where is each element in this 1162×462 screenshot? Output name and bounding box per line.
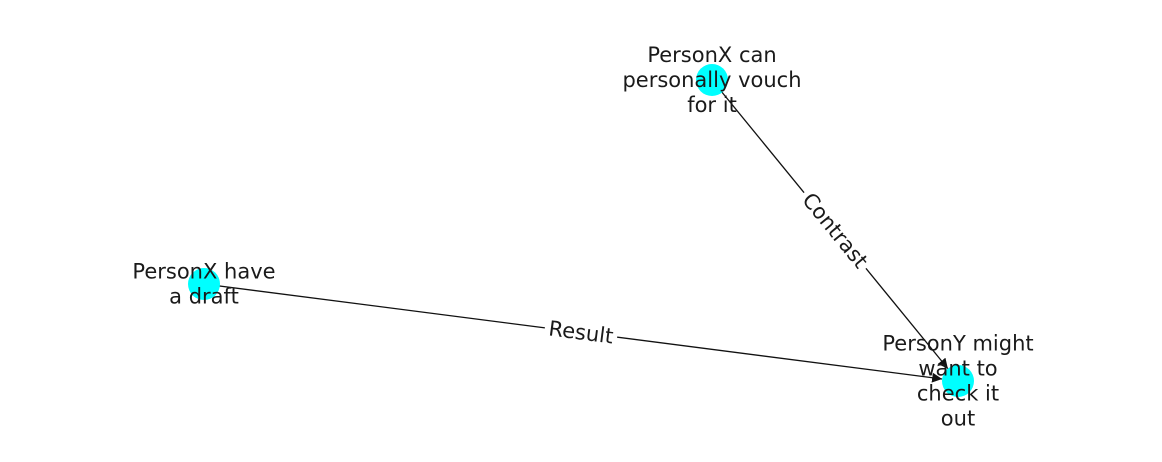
nodes-layer <box>188 64 974 397</box>
edge-label-contrast: Contrast <box>794 184 876 277</box>
edge-label-text: Result <box>547 316 614 348</box>
edge-label-background <box>794 184 876 277</box>
edge-label-result: Result <box>543 314 619 351</box>
node-label-line: PersonX can <box>647 43 776 67</box>
node-label-line: want to <box>918 357 997 381</box>
node-label-line: PersonY might <box>882 332 1033 356</box>
edge-label-text: Contrast <box>797 188 872 273</box>
node-label-line: out <box>941 407 975 431</box>
node-label-line: check it <box>917 382 999 406</box>
node-label-line: PersonX have <box>132 260 275 284</box>
node-n2-circle <box>188 268 220 300</box>
node-n1-circle <box>696 64 728 96</box>
node-n3-circle <box>942 365 974 397</box>
node-label-line: personally vouch <box>622 68 801 92</box>
edge-label-background <box>543 314 619 351</box>
node-label-line: a draft <box>169 285 239 309</box>
node-label-line: for it <box>687 93 737 117</box>
